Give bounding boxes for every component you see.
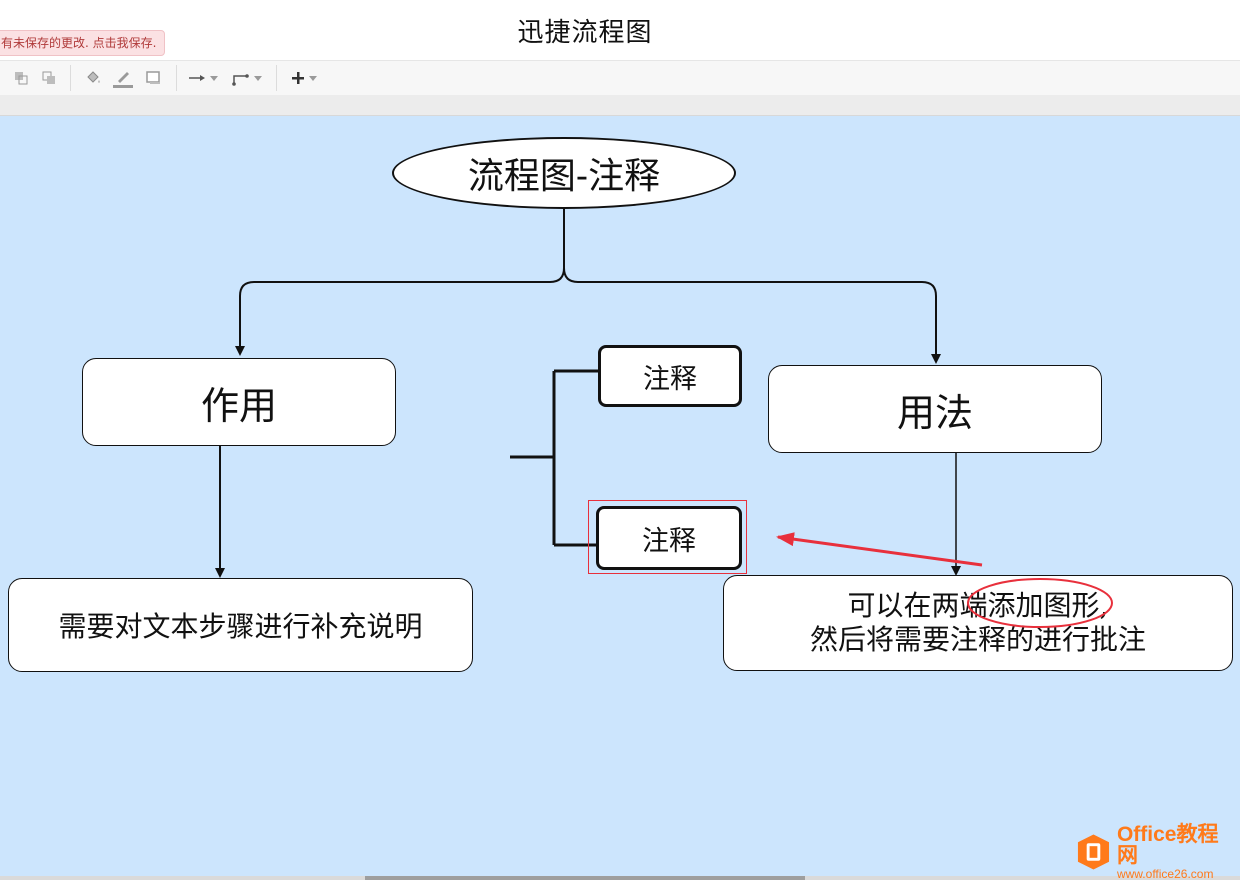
usage-description-line-2: 然后将需要注释的进行批注 bbox=[809, 623, 1146, 656]
box-usage-description[interactable]: 可以在两端添加图形, 然后将需要注释的进行批注 bbox=[723, 575, 1233, 671]
line-color-icon[interactable] bbox=[110, 66, 136, 90]
watermark-logo: Office教程网 www.office26.com bbox=[1076, 824, 1236, 880]
box-usage[interactable]: 用法 bbox=[768, 365, 1102, 453]
connector-arrow-icon[interactable] bbox=[186, 66, 220, 90]
toolbar-divider bbox=[276, 65, 277, 91]
ruler-bar bbox=[0, 95, 1240, 116]
shadow-icon[interactable] bbox=[142, 66, 166, 90]
note-shape-top[interactable]: 注释 bbox=[598, 345, 742, 407]
title-bar: 迅捷流程图 有未保存的更改. 点击我保存. bbox=[0, 0, 1240, 60]
toolbar-divider bbox=[70, 65, 71, 91]
unsaved-changes-notice[interactable]: 有未保存的更改. 点击我保存. bbox=[0, 30, 166, 56]
note-shape-bottom[interactable]: 注释 bbox=[596, 506, 742, 570]
usage-description-line-1: 可以在两端添加图形, bbox=[847, 589, 1109, 622]
waypoint-icon[interactable] bbox=[230, 66, 264, 90]
box-purpose[interactable]: 作用 bbox=[82, 358, 396, 446]
fill-color-icon[interactable] bbox=[82, 66, 104, 90]
office-logo-icon bbox=[1077, 834, 1110, 870]
bring-front-icon[interactable] bbox=[10, 66, 32, 90]
selection-highlight-box bbox=[588, 500, 747, 574]
watermark-url: www.office26.com bbox=[1116, 867, 1214, 881]
toolbar bbox=[0, 60, 1240, 96]
send-back-icon[interactable] bbox=[38, 66, 60, 90]
app-title: 迅捷流程图 bbox=[517, 18, 653, 48]
root-ellipse[interactable]: 流程图-注释 bbox=[392, 137, 736, 209]
diagram-canvas[interactable] bbox=[0, 116, 1240, 876]
watermark-brand: Office教程网 bbox=[1116, 823, 1219, 867]
insert-plus-icon[interactable] bbox=[286, 66, 322, 90]
scrollbar-thumb[interactable] bbox=[365, 876, 805, 880]
box-purpose-description[interactable]: 需要对文本步骤进行补充说明 bbox=[8, 578, 473, 672]
toolbar-divider bbox=[176, 65, 177, 91]
